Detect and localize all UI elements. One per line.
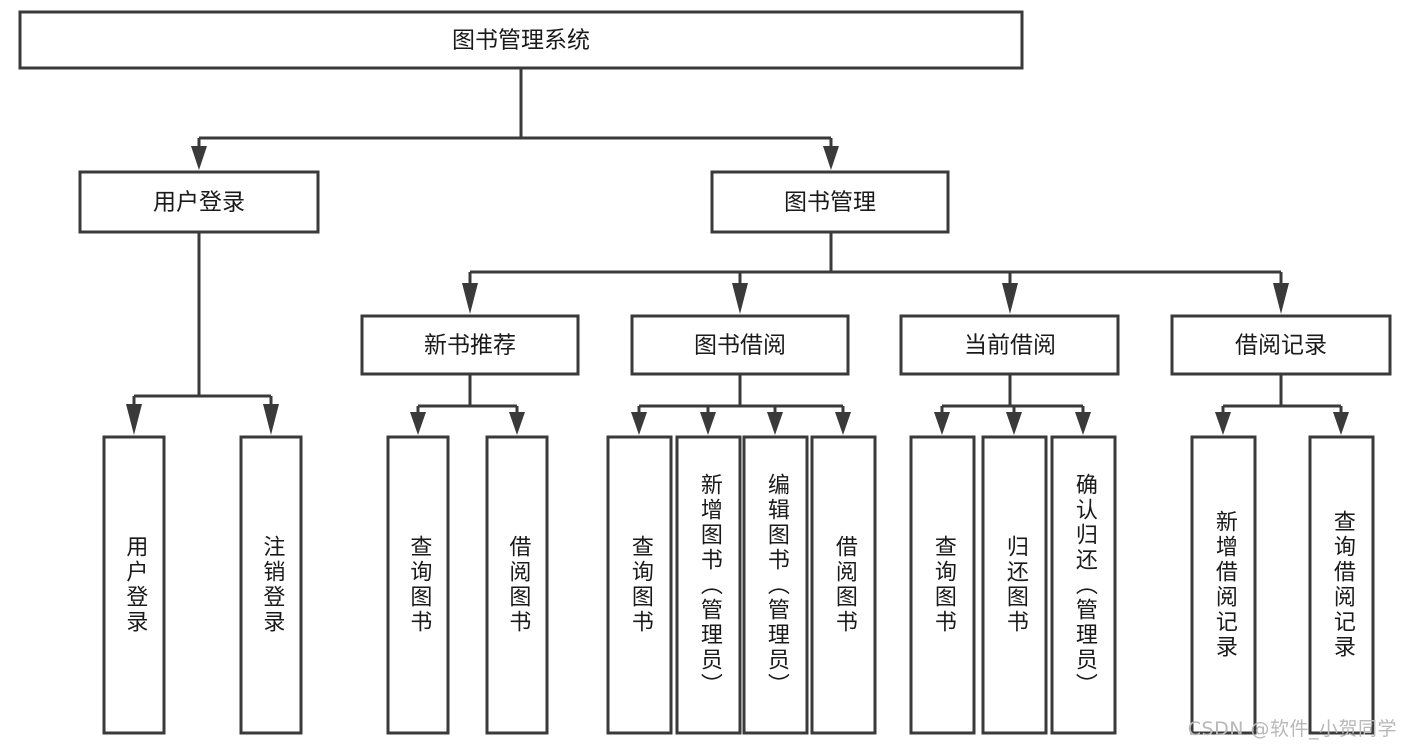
arrow-to-book-borrow	[732, 283, 748, 314]
arrow-to-leaf-record-query	[1333, 412, 1349, 435]
arrow-to-leaf-record-add	[1215, 412, 1231, 435]
node-box-root[interactable]	[18, 10, 1024, 70]
arrow-to-leaf-recommend-borrow-book	[509, 412, 525, 435]
arrow-to-leaf-logout	[263, 404, 279, 435]
arrow-to-leaf-borrow-borrow-book	[835, 412, 851, 435]
arrow-to-leaf-current-return-book	[1006, 412, 1022, 435]
arrow-to-leaf-current-query-book	[934, 412, 950, 435]
arrow-to-leaf-user-login	[126, 404, 142, 435]
arrow-to-borrow-record	[1273, 283, 1289, 314]
arrow-to-leaf-borrow-query-book	[631, 412, 647, 435]
node-box-leaf-borrow-add-book[interactable]	[675, 435, 742, 735]
arrow-to-new-book-recommend	[462, 283, 478, 314]
node-label-current-borrow: 当前借阅	[964, 333, 1056, 359]
node-label-new-book-recommend: 新书推荐	[424, 333, 516, 359]
node-box-leaf-borrow-borrow-book[interactable]	[810, 435, 877, 735]
arrow-to-leaf-borrow-edit-book	[767, 412, 783, 435]
node-box-leaf-borrow-query-book[interactable]	[606, 435, 673, 735]
node-box-leaf-user-login[interactable]	[102, 435, 166, 735]
edges-layer	[126, 68, 1349, 435]
node-box-current-borrow[interactable]	[899, 314, 1120, 376]
arrow-to-leaf-borrow-add-book	[700, 412, 716, 435]
arrow-to-user-login	[191, 146, 207, 170]
node-label-user-login: 用户登录	[153, 190, 245, 216]
node-box-user-login[interactable]	[78, 170, 320, 234]
node-box-book-borrow[interactable]	[630, 314, 850, 376]
node-box-leaf-borrow-edit-book[interactable]	[742, 435, 809, 735]
node-label-book-management: 图书管理	[784, 190, 876, 216]
node-box-book-management[interactable]	[710, 170, 950, 234]
node-box-new-book-recommend[interactable]	[360, 314, 580, 376]
node-box-leaf-logout[interactable]	[239, 435, 303, 735]
node-box-leaf-record-query[interactable]	[1308, 435, 1375, 735]
nodes-layer: 图书管理系统 用户登录 图书管理 新书推荐 图书借阅 当前借阅 借阅记录	[18, 10, 1392, 735]
node-box-leaf-record-add[interactable]	[1190, 435, 1257, 735]
node-box-borrow-record[interactable]	[1170, 314, 1392, 376]
node-box-leaf-current-return-book[interactable]	[981, 435, 1048, 735]
csdn-watermark: CSDN @软件_小贺同学	[1187, 718, 1397, 740]
arrow-to-book-management	[823, 146, 839, 170]
node-box-leaf-recommend-borrow-book[interactable]	[485, 435, 549, 735]
node-label-book-borrow: 图书借阅	[694, 333, 786, 359]
arrow-to-leaf-current-confirm-return	[1075, 412, 1091, 435]
node-box-leaf-current-confirm-return[interactable]	[1050, 435, 1117, 735]
node-box-leaf-recommend-query-book[interactable]	[386, 435, 450, 735]
arrow-to-leaf-recommend-query-book	[410, 412, 426, 435]
node-label-root: 图书管理系统	[452, 28, 590, 54]
node-box-leaf-current-query-book[interactable]	[909, 435, 976, 735]
arrow-to-current-borrow	[1002, 283, 1018, 314]
node-label-borrow-record: 借阅记录	[1235, 333, 1327, 359]
